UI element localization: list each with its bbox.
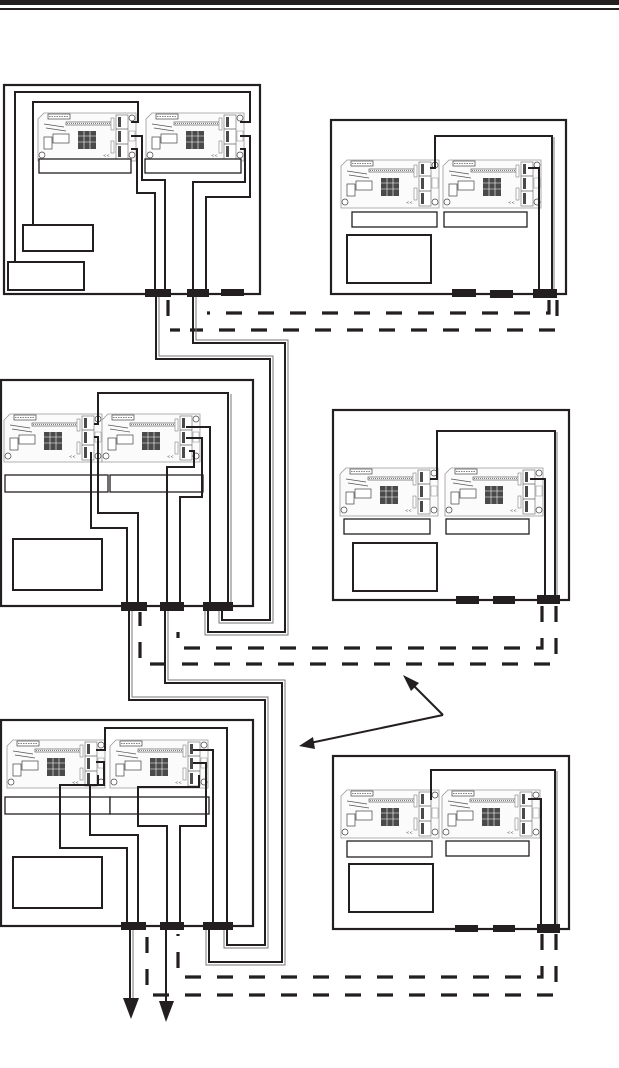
bus-line-dashed [176, 606, 544, 650]
cable-gland [533, 289, 557, 298]
enclosure-right-1 [329, 118, 568, 298]
pcb-board [101, 413, 201, 463]
enclosure-frame [331, 408, 571, 602]
enclosure-right-3 [331, 754, 571, 933]
cable-gland [160, 922, 184, 930]
label-strip [109, 796, 210, 815]
pcb-board [37, 112, 137, 162]
pcb-board [145, 112, 245, 162]
bus-line-dashed [207, 300, 551, 315]
label-strip [443, 211, 528, 228]
cable-gland [121, 602, 147, 611]
pcb-board [339, 467, 439, 517]
cable-gland [145, 289, 171, 297]
power-supply-box [348, 863, 434, 913]
interconnect-cable-2 [128, 611, 286, 966]
bus-line-dashed [166, 300, 180, 332]
label-strip [4, 474, 109, 493]
bus-line-dashed [190, 300, 559, 332]
interconnect-cable-1 [155, 297, 289, 636]
label-strip [445, 518, 530, 535]
power-supply-box [352, 542, 438, 592]
enclosure-left-2 [0, 378, 255, 611]
cable-gland [160, 602, 184, 611]
label-strip [346, 840, 433, 858]
cable-gland [203, 922, 233, 930]
enclosure-left-3 [0, 718, 255, 930]
enclosure-frame [2, 83, 262, 296]
arrow-head-icon [403, 675, 419, 691]
arrow-down-icon [123, 998, 139, 1019]
cable-gland [537, 924, 560, 933]
cable-gland [121, 922, 146, 930]
arrow-down-icon [159, 1001, 174, 1022]
cable-gland [490, 290, 513, 298]
pcb-board [442, 159, 542, 209]
header-rule-thick [0, 0, 619, 5]
cable-gland [187, 289, 209, 297]
enclosure-left-1 [2, 83, 262, 297]
pcb-board [3, 413, 103, 463]
header-rule-thin [0, 8, 619, 10]
label-strip [351, 211, 438, 228]
label-strip [343, 518, 431, 535]
outgoing-cables [123, 930, 174, 1022]
power-supply-box [12, 856, 103, 909]
label-strip [4, 796, 111, 815]
cable-gland [203, 602, 233, 611]
enclosure-frame [331, 754, 571, 931]
cable-gland [493, 925, 515, 932]
enclosure-right-2 [331, 408, 571, 604]
bus-line-dashed [145, 934, 558, 997]
power-supply-box [22, 224, 94, 252]
cable-gland [221, 289, 244, 296]
power-supply-box [346, 234, 432, 284]
pointer-arrows [299, 675, 444, 749]
bus-line-dashed [138, 606, 558, 666]
pcb-board [340, 789, 440, 839]
pcb-board [444, 467, 544, 517]
cable-gland [452, 289, 476, 297]
power-supply-box [12, 538, 103, 591]
pcb-board [340, 159, 440, 209]
pcb-board [441, 789, 541, 839]
bus-line-dashed [176, 934, 544, 979]
cable-gland [537, 595, 560, 604]
cable-gland [456, 596, 479, 604]
label-strip [109, 474, 204, 493]
cable-gland [455, 925, 478, 932]
cable-gland [493, 596, 515, 604]
label-strip [38, 158, 132, 174]
label-strip [144, 158, 242, 174]
enclosure-frame [329, 118, 568, 296]
power-supply-box [7, 261, 85, 291]
arrow-head-icon [299, 737, 315, 749]
label-strip [445, 840, 530, 857]
pcb-board [6, 739, 106, 789]
